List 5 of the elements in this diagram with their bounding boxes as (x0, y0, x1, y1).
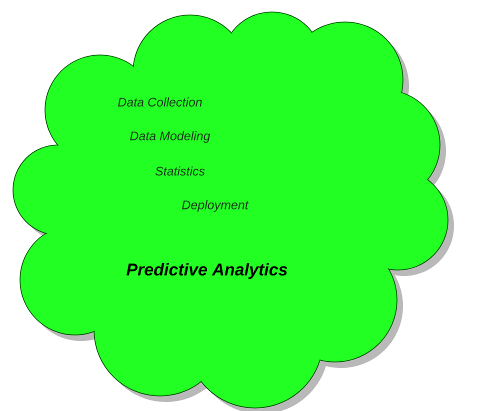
list-item: Statistics (155, 166, 205, 176)
list-item: Deployment (182, 200, 249, 212)
list-item: Data Modeling (130, 131, 210, 143)
list-item: Data Collection (118, 97, 202, 107)
cloud-title: Predictive Analytics (126, 263, 288, 279)
